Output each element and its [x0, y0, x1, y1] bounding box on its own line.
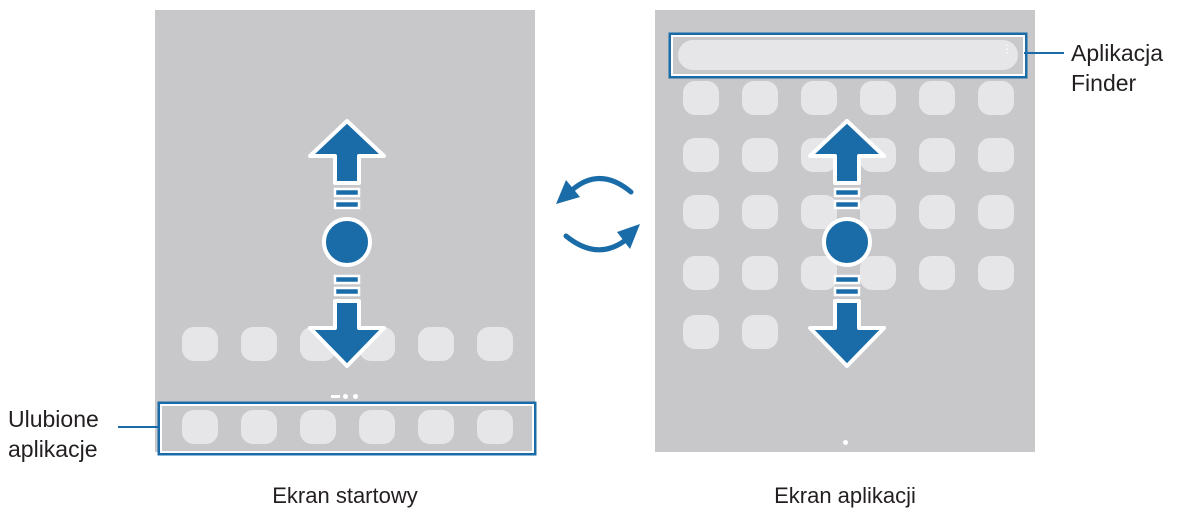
swipe-dash-icon — [833, 187, 861, 198]
swipe-dash-icon — [333, 274, 361, 285]
home-screen-caption: Ekran startowy — [272, 483, 418, 508]
app-icon[interactable] — [683, 315, 719, 349]
app-icon[interactable] — [919, 138, 955, 172]
app-icon[interactable] — [978, 138, 1014, 172]
favorite-app-icon[interactable] — [418, 410, 454, 444]
app-icon[interactable] — [742, 315, 778, 349]
finder-highlight — [671, 35, 1025, 76]
app-icon[interactable] — [978, 195, 1014, 229]
favorite-app-icon[interactable] — [359, 410, 395, 444]
finder-callout-line — [1024, 52, 1064, 54]
app-icon[interactable] — [978, 81, 1014, 115]
favorite-app-icon[interactable] — [477, 410, 513, 444]
swipe-dash-icon — [833, 274, 861, 285]
app-icon[interactable] — [919, 195, 955, 229]
page-indicator-dot — [353, 394, 358, 399]
swipe-dash-icon — [833, 286, 861, 297]
favorite-apps-label-line1: Ulubione — [8, 406, 99, 432]
app-icon[interactable] — [742, 195, 778, 229]
home-app-icon[interactable] — [182, 327, 218, 361]
favorite-apps-highlight — [160, 404, 534, 453]
app-icon[interactable] — [919, 256, 955, 290]
swipe-arrow-icon — [808, 299, 886, 368]
app-icon[interactable] — [742, 256, 778, 290]
app-icon[interactable] — [742, 138, 778, 172]
finder-label-line1: Aplikacja — [1071, 40, 1164, 66]
favorite-app-icon[interactable] — [300, 410, 336, 444]
home-app-icon[interactable] — [241, 327, 277, 361]
favorite-apps-callout-line — [118, 426, 158, 428]
apps-screen-caption: Ekran aplikacji — [774, 483, 916, 508]
favorite-app-icon[interactable] — [241, 410, 277, 444]
swipe-dash-icon — [333, 199, 361, 210]
home-app-icon[interactable] — [418, 327, 454, 361]
favorite-app-icon[interactable] — [182, 410, 218, 444]
app-icon[interactable] — [683, 81, 719, 115]
home-app-icon[interactable] — [477, 327, 513, 361]
swipe-dash-icon — [333, 286, 361, 297]
app-icon[interactable] — [919, 81, 955, 115]
favorite-apps-label-line2: aplikacje — [8, 436, 98, 462]
swipe-gesture-home — [308, 119, 386, 368]
swipe-dash-icon — [333, 187, 361, 198]
swipe-dash-icon — [833, 199, 861, 210]
app-icon[interactable] — [683, 195, 719, 229]
app-icon[interactable] — [860, 195, 896, 229]
app-icon[interactable] — [978, 256, 1014, 290]
switch-screens-icon — [556, 176, 640, 253]
page-indicator-dot — [843, 440, 848, 445]
finder-label-line2: Finder — [1071, 70, 1137, 96]
swipe-dot-icon — [322, 217, 372, 267]
swipe-gesture-apps — [808, 119, 886, 368]
swipe-dot-icon — [822, 217, 872, 267]
app-icon[interactable] — [683, 138, 719, 172]
swipe-arrow-icon — [308, 299, 386, 368]
app-icon[interactable] — [742, 81, 778, 115]
app-icon[interactable] — [860, 81, 896, 115]
app-icon[interactable] — [801, 81, 837, 115]
app-icon[interactable] — [801, 256, 837, 290]
swipe-arrow-icon — [308, 119, 386, 185]
app-icon[interactable] — [860, 256, 896, 290]
app-icon[interactable] — [683, 256, 719, 290]
swipe-arrow-icon — [808, 119, 886, 185]
page-indicator-home-icon — [331, 395, 340, 398]
page-indicator-dot — [343, 394, 348, 399]
finder-search-bar[interactable] — [678, 40, 1018, 70]
